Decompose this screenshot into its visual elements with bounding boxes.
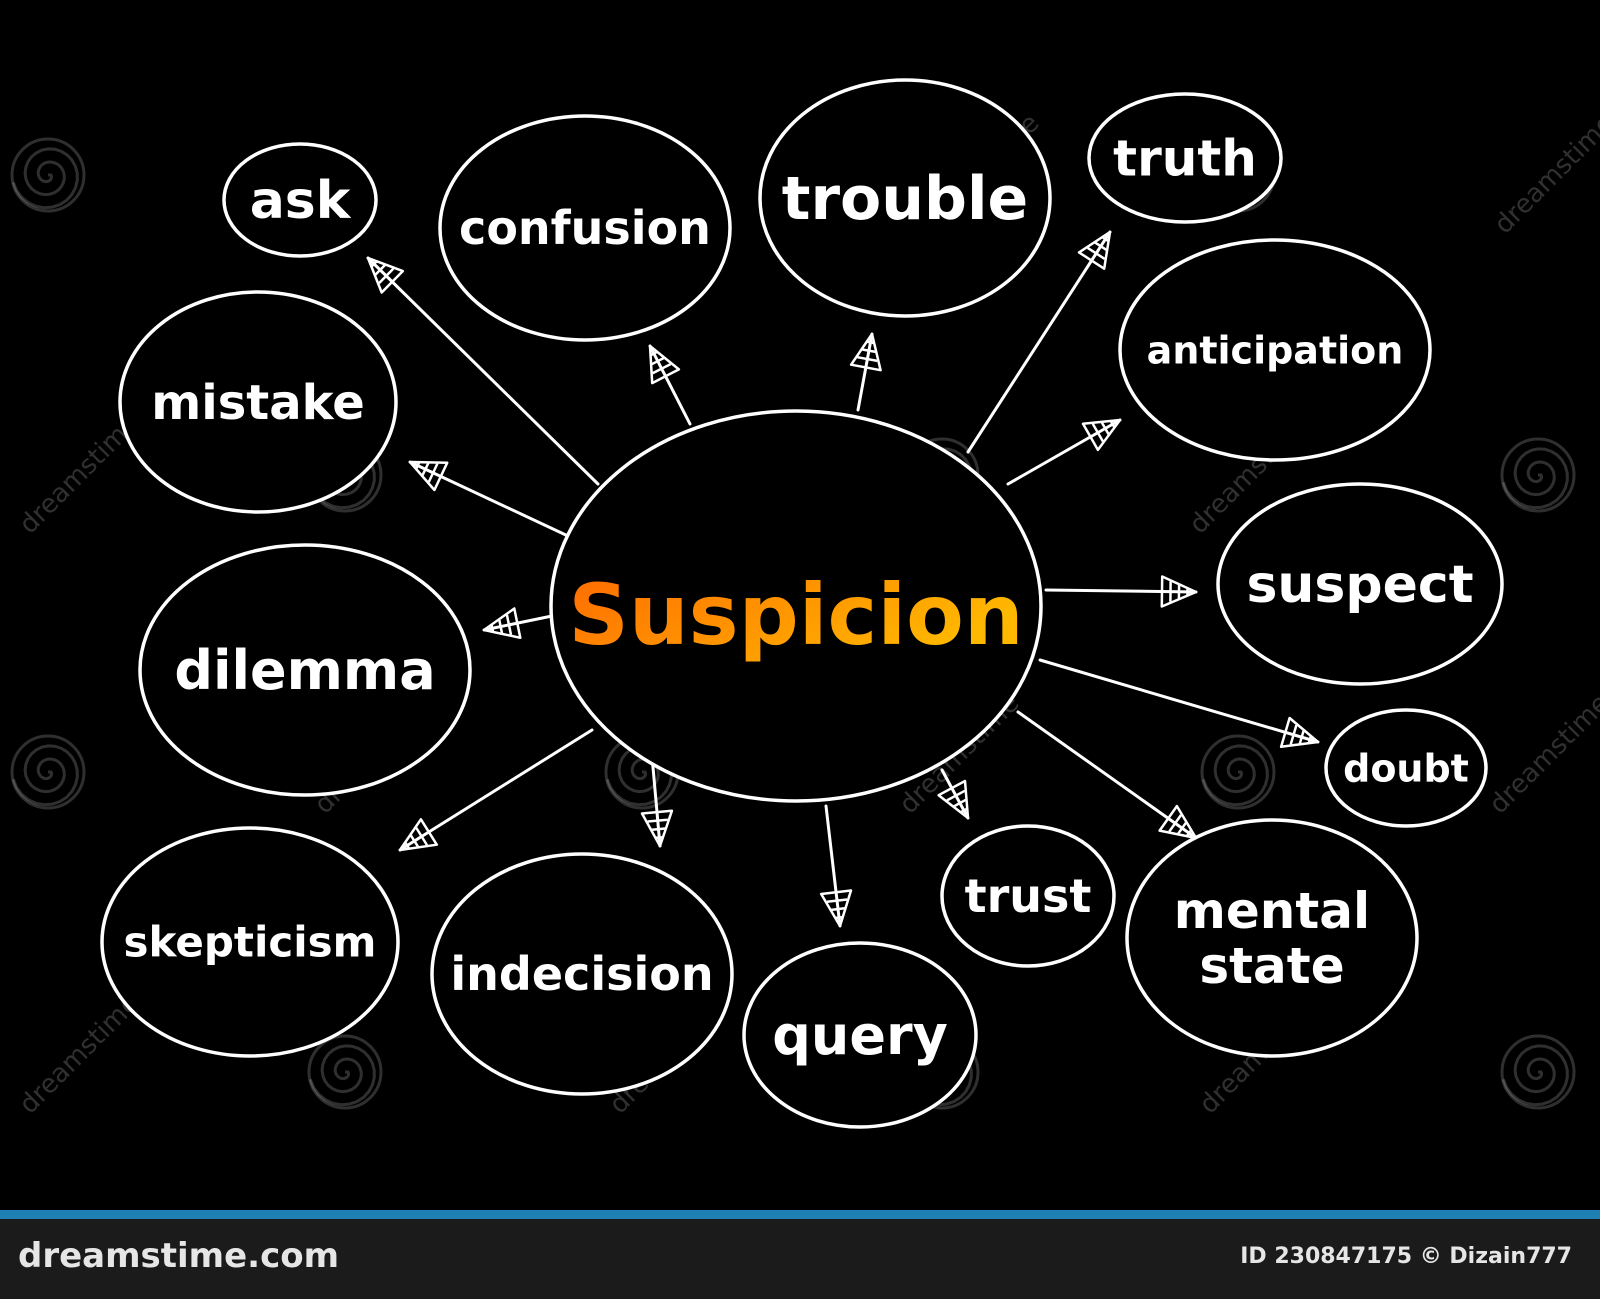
- topic-node-outline: [742, 941, 978, 1129]
- footer-credit: ID 230847175 © Dizain777: [1240, 1244, 1572, 1269]
- topic-node-outline: [1125, 818, 1419, 1058]
- arrowhead-icon: [1077, 230, 1112, 270]
- topic-node-label: state: [1199, 937, 1344, 995]
- topic-node-indecision: indecision: [430, 852, 734, 1096]
- arrowhead-icon: [640, 809, 674, 848]
- topic-node-label: mistake: [151, 375, 365, 431]
- topic-node-mistake: mistake: [118, 290, 398, 514]
- connector-anticipation: [1006, 418, 1122, 486]
- footer-site-name: dreamstime.com: [18, 1236, 340, 1276]
- connector-truth: [966, 230, 1112, 454]
- arrowhead-icon: [398, 818, 439, 852]
- footer-bar: dreamstime.com ID 230847175 © Dizain777: [0, 1210, 1600, 1299]
- topic-node-skepticism: skepticism: [100, 826, 400, 1058]
- connector-indecision: [640, 754, 674, 848]
- watermark-swirl-icon: [1500, 437, 1576, 513]
- topic-node-outline: [1324, 708, 1488, 828]
- connector-mistake: [408, 460, 570, 538]
- topic-node-label: mental: [1174, 882, 1370, 940]
- topic-node-label: confusion: [459, 201, 711, 255]
- watermark-swirl-icon: [10, 137, 86, 213]
- arrowhead-icon: [937, 779, 970, 820]
- connector-confusion: [648, 344, 692, 426]
- topic-node-layer: ask confusion trouble truth anticipation mist…: [100, 78, 1504, 1129]
- watermark-text: dreamstime: [14, 988, 146, 1120]
- topic-node-outline: [1087, 92, 1283, 224]
- topic-node-outline: [1118, 238, 1432, 462]
- arrowhead-icon: [1279, 716, 1320, 749]
- central-node: Suspicion: [549, 409, 1043, 803]
- topic-node-outline: [940, 824, 1116, 968]
- topic-node-outline: [222, 142, 378, 258]
- topic-node-truth: truth: [1087, 92, 1283, 224]
- connector-trust: [937, 768, 970, 820]
- arrowhead-icon: [1160, 575, 1198, 608]
- topic-node-doubt: doubt: [1324, 708, 1488, 828]
- connector-ask: [366, 256, 600, 486]
- topic-node-outline: [438, 114, 732, 342]
- arrowhead-icon: [819, 889, 853, 928]
- topic-node-label: suspect: [1246, 555, 1473, 615]
- topic-node-label: anticipation: [1147, 328, 1404, 372]
- central-node-outline: [549, 409, 1043, 803]
- arrowhead-icon: [1081, 418, 1122, 452]
- topic-node-label: ask: [250, 171, 352, 231]
- watermark-swirl-icon: [1200, 734, 1276, 810]
- topic-node-suspect: suspect: [1216, 482, 1504, 686]
- watermark-text: dreamstime: [1489, 108, 1600, 240]
- topic-node-label: skepticism: [124, 918, 377, 967]
- topic-node-dilemma: dilemma: [138, 543, 472, 797]
- topic-node-trust: trust: [940, 824, 1116, 968]
- footer-accent-stripe: [0, 1210, 1600, 1219]
- topic-node-outline: [138, 543, 472, 797]
- topic-node-label: query: [772, 1004, 948, 1067]
- connector-trouble: [849, 332, 882, 412]
- topic-node-outline: [100, 826, 400, 1058]
- topic-node-label: dilemma: [174, 639, 435, 702]
- topic-node-outline: [1216, 482, 1504, 686]
- arrowhead-icon: [408, 460, 449, 492]
- arrowhead-icon: [366, 256, 405, 294]
- topic-node-outline: [118, 290, 398, 514]
- topic-node-outline: [430, 852, 734, 1096]
- arrowhead-icon: [482, 607, 522, 640]
- topic-node-label: truth: [1113, 130, 1257, 188]
- connector-doubt: [1038, 658, 1320, 749]
- watermark-swirl-icon: [10, 734, 86, 810]
- topic-node-label: indecision: [450, 947, 713, 1001]
- arrowhead-icon: [1158, 804, 1198, 840]
- topic-node-label: trust: [965, 869, 1092, 923]
- watermark-swirl-icon: [1500, 1034, 1576, 1110]
- topic-node-confusion: confusion: [438, 114, 732, 342]
- connector-mental-state: [1016, 710, 1198, 840]
- topic-node-label: trouble: [782, 164, 1028, 234]
- topic-node-query: query: [742, 941, 978, 1129]
- connector-query: [819, 804, 853, 928]
- watermark-swirl-icon: [307, 1034, 383, 1110]
- watermark-text: dreamstime: [1484, 688, 1600, 820]
- connector-dilemma: [482, 607, 554, 640]
- connector-suspect: [1044, 575, 1198, 608]
- topic-node-trouble: trouble: [758, 78, 1052, 318]
- central-node-label: Suspicion: [568, 566, 1023, 664]
- arrowhead-icon: [849, 332, 882, 372]
- topic-node-outline: [758, 78, 1052, 318]
- connector-skepticism: [398, 728, 594, 852]
- arrowhead-icon: [648, 344, 681, 385]
- connector-layer: [366, 230, 1320, 928]
- topic-node-ask: ask: [222, 142, 378, 258]
- topic-node-anticipation: anticipation: [1118, 238, 1432, 462]
- topic-node-label: doubt: [1343, 746, 1469, 790]
